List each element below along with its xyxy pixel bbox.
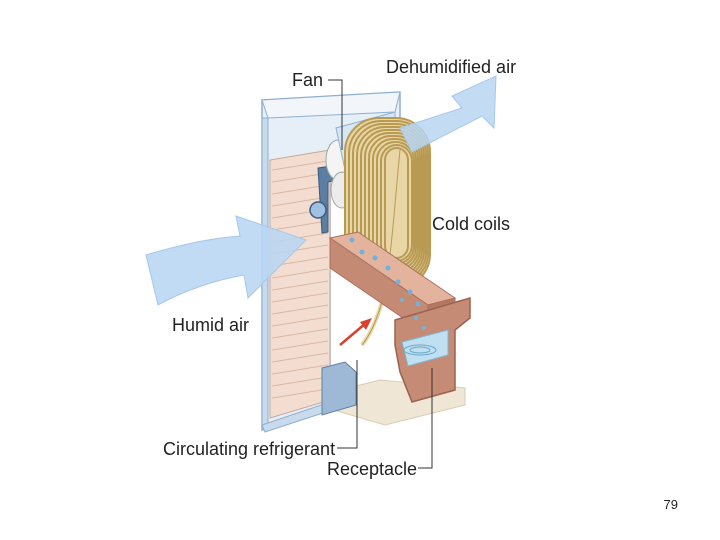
receptacle-water — [401, 329, 449, 367]
label-humid-air: Humid air — [172, 315, 249, 335]
leader-lines — [328, 79, 433, 469]
refrigerant-arrow — [339, 318, 372, 346]
humid-air-arrow — [145, 215, 307, 306]
water-ripples — [403, 344, 437, 356]
page-number: 79 — [663, 497, 678, 512]
water-droplets — [349, 237, 426, 330]
label-receptacle: Receptacle — [327, 459, 417, 479]
label-circulating-refrigerant: Circulating refrigerant — [163, 439, 335, 459]
fan-hub — [309, 201, 327, 219]
label-dehumidified-air: Dehumidified air — [386, 57, 516, 77]
label-fan: Fan — [292, 70, 323, 90]
drain-notch — [321, 361, 357, 416]
dehumidified-air-arrow — [399, 75, 497, 153]
label-cold-coils: Cold coils — [432, 214, 510, 234]
